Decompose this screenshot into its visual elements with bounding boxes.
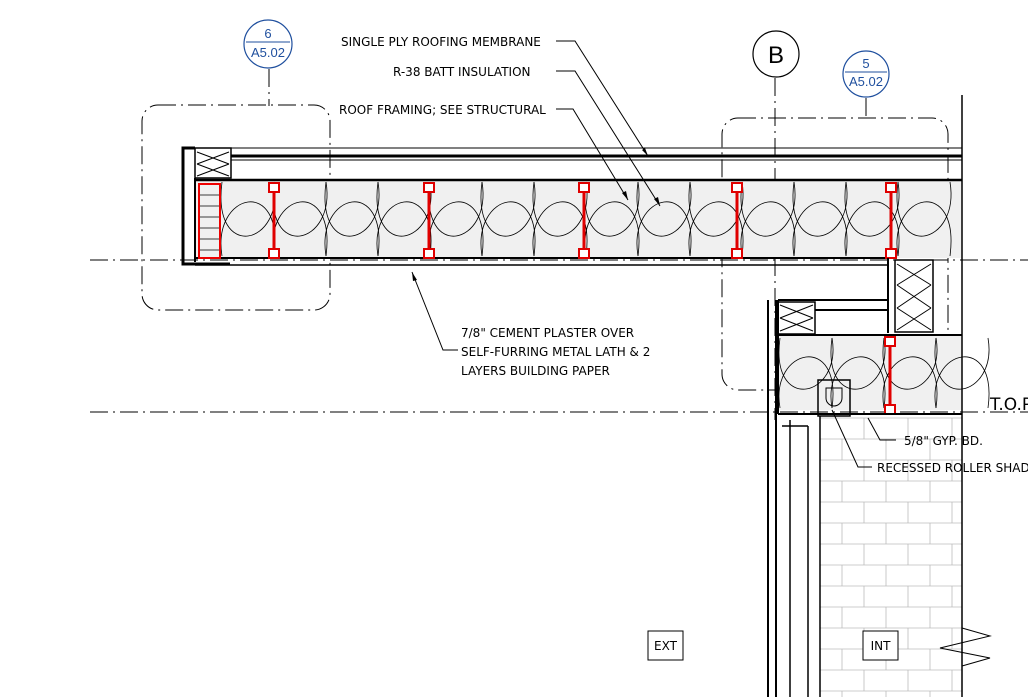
room-tag-label: INT	[871, 639, 892, 653]
section-callout-6[interactable]: 6 A5.02	[243, 19, 293, 69]
callout-number: 6	[264, 26, 271, 41]
batt-loop	[740, 181, 796, 237]
callout-number: 5	[862, 56, 869, 71]
batt-loop	[636, 181, 692, 237]
blocking-lower-x	[779, 304, 814, 332]
note-framing: ROOF FRAMING; SEE STRUCTURAL	[339, 103, 546, 117]
brick-wall-pattern	[819, 417, 962, 697]
roof-joists	[268, 182, 897, 415]
roof-joist	[423, 182, 435, 259]
roller-shade-icon	[825, 387, 843, 407]
parapet-cap	[181, 146, 230, 266]
blocking-vertical-x	[896, 263, 932, 331]
batt-loop	[830, 337, 886, 390]
batt-loop	[532, 181, 588, 237]
blocking-vertical	[894, 259, 934, 333]
batt-loop	[896, 201, 952, 257]
room-tag-ext: EXT	[647, 630, 684, 661]
batt-loop	[896, 181, 952, 237]
edge-stud-lines	[200, 194, 219, 251]
callout-sheet: A5.02	[251, 45, 285, 60]
callout-sheet: A5.02	[849, 74, 883, 89]
blocking-x	[196, 151, 230, 177]
roof-assembly	[181, 95, 992, 697]
note-leaders	[411, 40, 896, 468]
level-label-top: T.O.P.	[989, 395, 1028, 415]
room-tag-label: EXT	[654, 639, 678, 653]
insulation-fill-lower	[778, 336, 962, 410]
grid-label: B	[768, 42, 784, 69]
edge-stud	[198, 183, 221, 259]
grid-bubble-b: B	[752, 30, 800, 78]
note-plaster-line-2: SELF-FURRING METAL LATH & 2	[461, 345, 650, 359]
section-callout-5[interactable]: 5 A5.02	[842, 50, 890, 98]
batt-loop	[324, 181, 380, 237]
batt-loop	[688, 181, 744, 237]
roller-shade-pocket	[817, 379, 851, 417]
roof-joist	[731, 182, 743, 259]
batt-loop	[480, 181, 536, 237]
wall-frame	[767, 300, 779, 697]
batt-loop	[778, 337, 834, 390]
note-plaster-line-1: 7/8" CEMENT PLASTER OVER	[461, 326, 634, 340]
room-tag-int: INT	[862, 630, 899, 661]
blocking-top	[194, 147, 232, 179]
break-line	[939, 627, 992, 667]
batt-insulation	[220, 181, 990, 409]
roof-joist	[268, 182, 280, 259]
note-roller-shade: RECESSED ROLLER SHADE	[877, 461, 1028, 475]
roof-joist	[578, 182, 590, 259]
soffit-framing	[778, 258, 889, 333]
note-plaster-line-3: LAYERS BUILDING PAPER	[461, 364, 610, 378]
roof-joist	[885, 182, 897, 259]
detail-boundary-6	[141, 104, 331, 311]
note-gyp-bd: 5/8" GYP. BD.	[904, 434, 983, 448]
note-membrane: SINGLE PLY ROOFING MEMBRANE	[341, 35, 541, 49]
note-insulation: R-38 BATT INSULATION	[393, 65, 530, 79]
batt-loop	[882, 337, 938, 390]
batt-loop	[584, 181, 640, 237]
window-frame	[782, 416, 821, 697]
batt-loop	[844, 181, 900, 237]
batt-loop	[792, 181, 848, 237]
